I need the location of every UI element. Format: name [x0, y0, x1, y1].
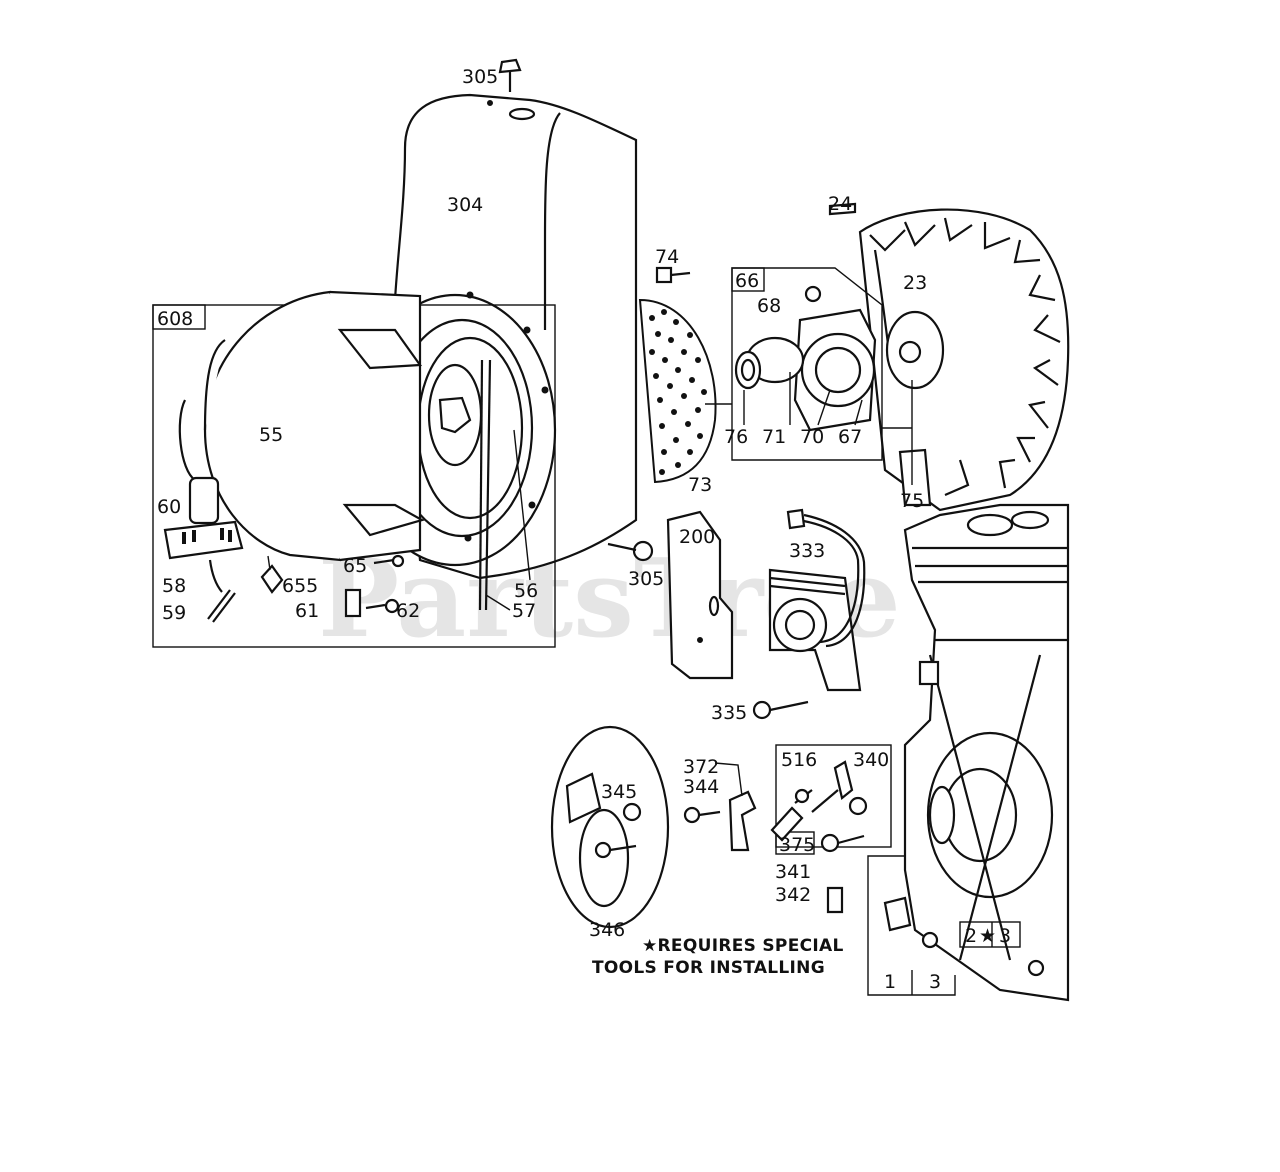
callout-341: 341	[775, 861, 811, 883]
callout-304: 304	[447, 194, 483, 216]
callout-57: 57	[512, 600, 536, 622]
callout-66: 66	[735, 270, 759, 292]
brake-kit-box	[770, 744, 892, 914]
clutch-assembly-box	[705, 267, 913, 485]
callout-76: 76	[724, 426, 748, 448]
callout-305-mid: 305	[628, 568, 664, 590]
special-tools-note: ★REQUIRES SPECIAL TOOLS FOR INSTALLING	[592, 936, 844, 978]
callout-305-top: 305	[462, 66, 498, 88]
callout-375: 375	[779, 834, 815, 856]
star-glyph: ★	[979, 925, 996, 947]
callout-333: 333	[789, 540, 825, 562]
callout-372: 372	[683, 756, 719, 778]
note-line-1: ★REQUIRES SPECIAL	[642, 936, 844, 956]
armature	[768, 508, 866, 692]
callout-342: 342	[775, 884, 811, 906]
callout-1: 1	[884, 971, 896, 993]
callout-65: 65	[343, 555, 367, 577]
screw-74	[655, 266, 691, 284]
blower-housing	[353, 93, 638, 611]
callout-23: 23	[903, 272, 927, 294]
callout-346: 346	[589, 919, 625, 941]
callout-516: 516	[781, 749, 817, 771]
callout-74: 74	[655, 246, 679, 268]
bolt-305-top	[498, 58, 522, 92]
callout-200: 200	[679, 526, 715, 548]
callout-58: 58	[162, 575, 186, 597]
callout-3-box: 3	[999, 925, 1011, 947]
callout-60: 60	[157, 496, 181, 518]
bolt-305-mid	[607, 540, 654, 562]
callout-67: 67	[838, 426, 862, 448]
engine-block	[883, 503, 1070, 1002]
callout-70: 70	[800, 426, 824, 448]
callout-3-bottom: 3	[929, 971, 941, 993]
callout-75: 75	[900, 490, 924, 512]
crankcase-box	[867, 855, 1021, 996]
brake-disc	[550, 725, 670, 929]
callout-59: 59	[162, 602, 186, 624]
callout-2-star: 2	[965, 925, 977, 947]
callout-24: 24	[828, 193, 852, 215]
callout-335: 335	[711, 702, 747, 724]
callout-71: 71	[762, 426, 786, 448]
rotating-screen	[638, 298, 717, 484]
callout-labels: 305 304 24 74 66 68 23 608 55 76 71 70 6…	[157, 66, 1011, 993]
starter-assembly-box	[152, 290, 556, 648]
callout-73: 73	[688, 474, 712, 496]
callout-56: 56	[514, 580, 538, 602]
callout-344: 344	[683, 776, 719, 798]
callout-55: 55	[259, 424, 283, 446]
callout-61: 61	[295, 600, 319, 622]
brake-bracket	[683, 762, 757, 852]
leader-lines	[267, 429, 531, 611]
callout-345: 345	[601, 781, 637, 803]
callout-608: 608	[157, 308, 193, 330]
callout-68: 68	[757, 295, 781, 317]
screw-335	[752, 700, 809, 720]
note-line-2: TOOLS FOR INSTALLING	[592, 958, 825, 978]
armature-shield	[666, 510, 734, 680]
callout-62: 62	[396, 600, 420, 622]
callout-340: 340	[853, 749, 889, 771]
callout-655: 655	[282, 575, 318, 597]
